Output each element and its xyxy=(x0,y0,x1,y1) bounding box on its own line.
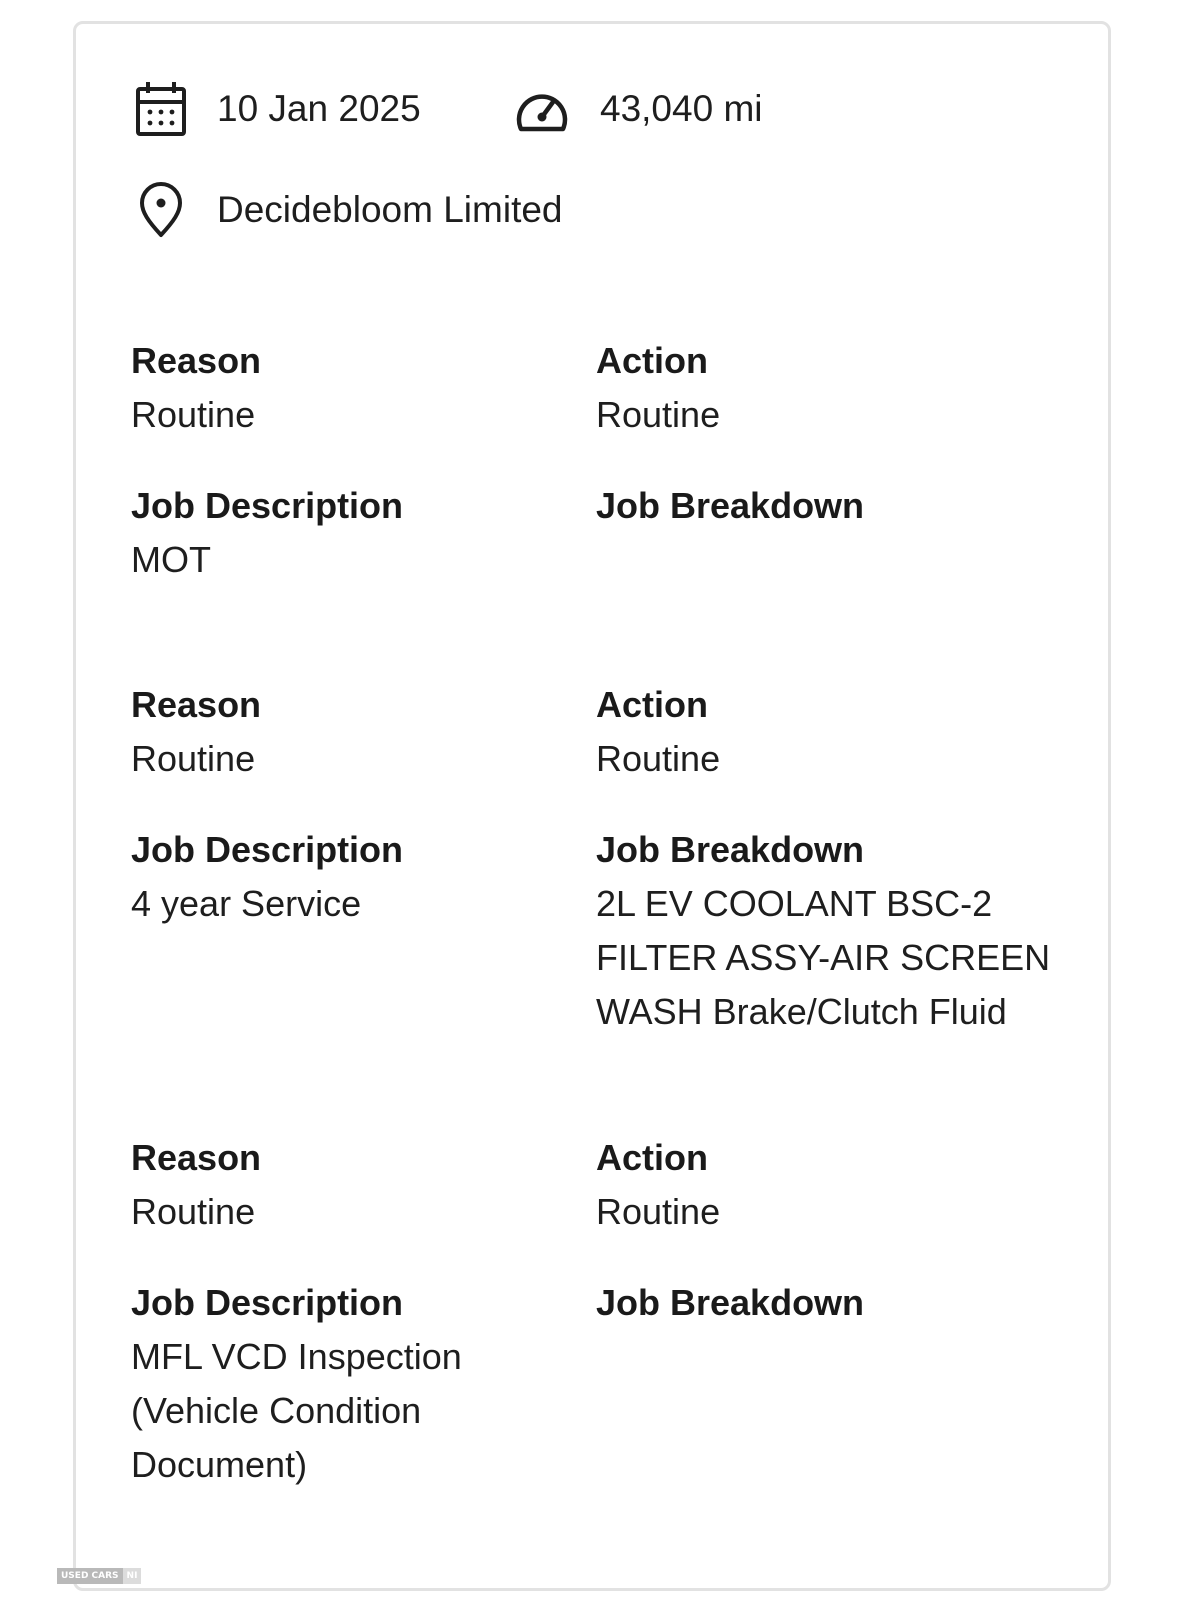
job-description-label: Job Description xyxy=(131,1282,404,1323)
service-date: 10 Jan 2025 xyxy=(217,88,421,129)
action-value: Routine xyxy=(596,394,721,435)
watermark-text: USED CARS xyxy=(57,1568,123,1584)
action-field: Action Routine xyxy=(596,1131,1036,1239)
job-description-label: Job Description xyxy=(131,485,404,526)
action-label: Action xyxy=(596,1137,708,1178)
reason-label: Reason xyxy=(131,684,262,725)
job-description-value: 4 year Service xyxy=(131,883,362,924)
job-breakdown-label: Job Breakdown xyxy=(596,829,865,870)
job-description-label: Job Description xyxy=(131,829,404,870)
job-breakdown-field: Job Breakdown xyxy=(596,479,1036,533)
job-description-value: MOT xyxy=(131,539,211,580)
reason-field: Reason Routine xyxy=(131,334,571,442)
calendar-icon xyxy=(132,80,190,138)
reason-label: Reason xyxy=(131,340,262,381)
job-breakdown-label: Job Breakdown xyxy=(596,485,865,526)
job-breakdown-field: Job Breakdown 2L EV COOLANT BSC-2 FILTER… xyxy=(596,823,1076,1039)
watermark-suffix: NI xyxy=(122,1568,142,1584)
reason-field: Reason Routine xyxy=(131,678,571,786)
action-label: Action xyxy=(596,684,708,725)
job-description-value: MFL VCD Inspection (Vehicle Condition Do… xyxy=(131,1336,462,1485)
reason-value: Routine xyxy=(131,738,256,779)
job-description-field: Job Description 4 year Service xyxy=(131,823,571,931)
service-record-card: 10 Jan 2025 43,040 mi Decidebloom Limite… xyxy=(73,21,1111,1591)
action-field: Action Routine xyxy=(596,678,1036,786)
job-breakdown-label: Job Breakdown xyxy=(596,1282,865,1323)
location-pin-icon xyxy=(132,181,190,239)
action-value: Routine xyxy=(596,1191,721,1232)
reason-label: Reason xyxy=(131,1137,262,1178)
action-value: Routine xyxy=(596,738,721,779)
speedometer-icon xyxy=(513,80,571,138)
mileage-value: 43,040 mi xyxy=(600,88,763,129)
action-label: Action xyxy=(596,340,708,381)
reason-value: Routine xyxy=(131,394,256,435)
reason-value: Routine xyxy=(131,1191,256,1232)
reason-field: Reason Routine xyxy=(131,1131,571,1239)
job-breakdown-field: Job Breakdown xyxy=(596,1276,1036,1330)
location-row: Decidebloom Limited xyxy=(132,181,563,239)
watermark-logo: USED CARS NI xyxy=(57,1568,142,1584)
date-row: 10 Jan 2025 xyxy=(132,80,421,138)
action-field: Action Routine xyxy=(596,334,1036,442)
job-breakdown-value: 2L EV COOLANT BSC-2 FILTER ASSY-AIR SCRE… xyxy=(596,883,1051,1032)
job-description-field: Job Description MOT xyxy=(131,479,571,587)
location-name: Decidebloom Limited xyxy=(217,189,563,230)
mileage-row: 43,040 mi xyxy=(513,80,763,138)
job-description-field: Job Description MFL VCD Inspection (Vehi… xyxy=(131,1276,571,1492)
